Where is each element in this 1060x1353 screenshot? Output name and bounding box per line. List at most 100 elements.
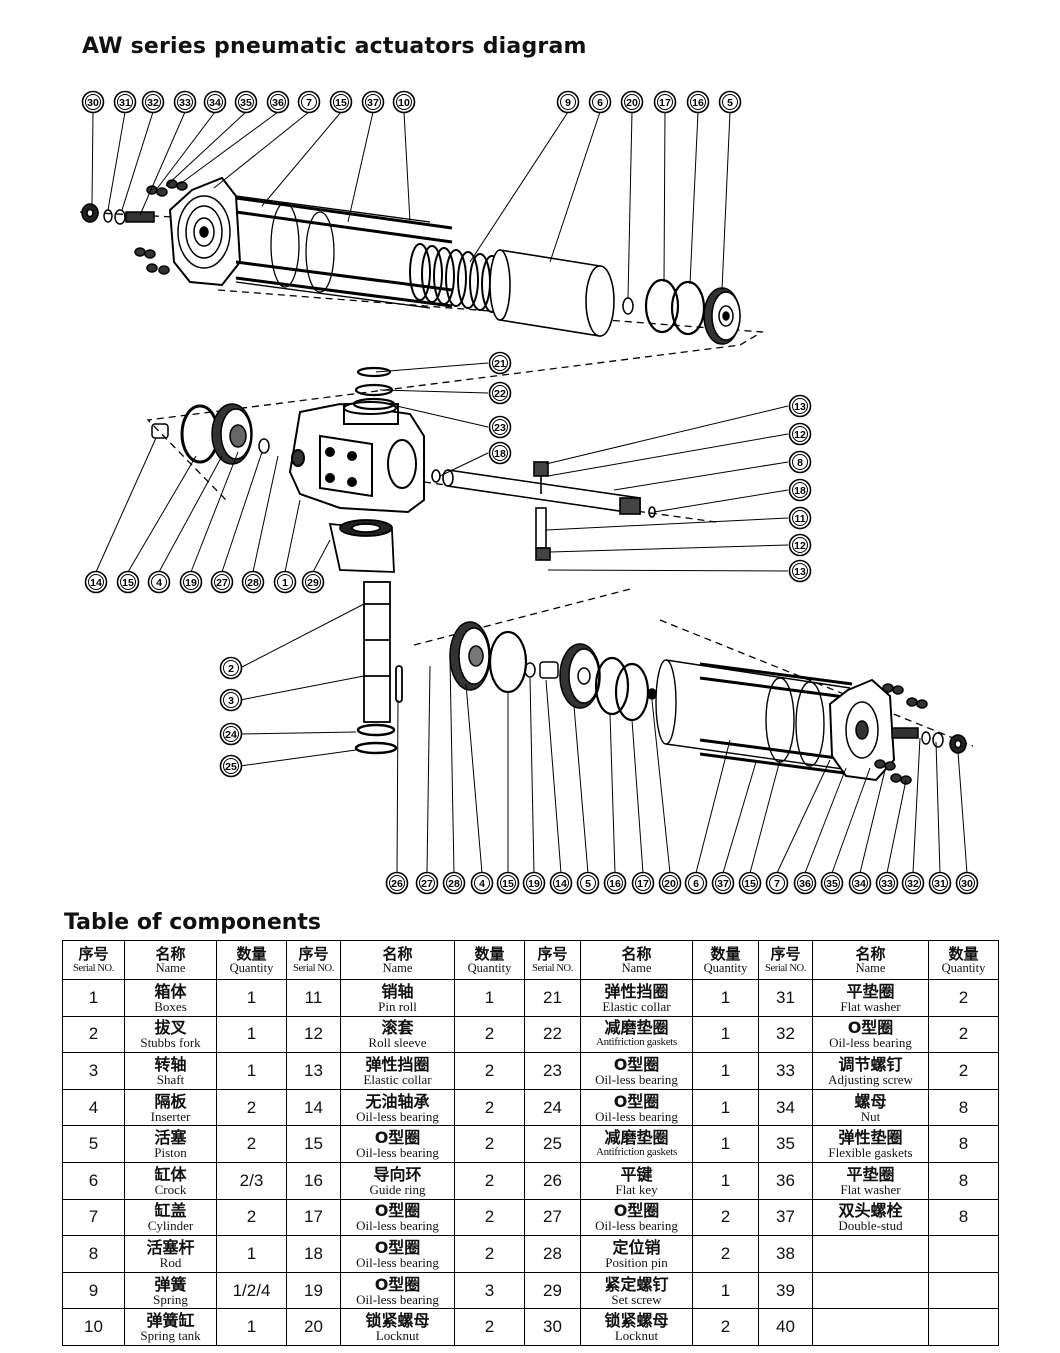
name-cn: O型圈 xyxy=(374,1237,421,1257)
callout-bottom: 34 xyxy=(848,871,872,895)
serial-cell: 15 xyxy=(286,1125,341,1163)
quantity-cell: 2 xyxy=(454,1235,525,1273)
name-cn: O型圈 xyxy=(374,1201,421,1221)
quantity-cell xyxy=(928,1271,999,1310)
callout-number: 5 xyxy=(585,878,591,890)
callout-left-row: 19 xyxy=(179,570,203,594)
name-en: Set screw xyxy=(611,1291,662,1307)
callout-bottom: 20 xyxy=(658,871,682,895)
callout-number: 37 xyxy=(367,97,379,109)
serial-cell: 4 xyxy=(62,1088,125,1127)
callout-number: 15 xyxy=(335,97,347,109)
name-en: Spring xyxy=(153,1291,188,1307)
callout-number: 15 xyxy=(744,878,756,890)
name-cn: 隔板 xyxy=(154,1091,187,1111)
quantity-cell: 2 xyxy=(454,1308,525,1346)
callout-number: 33 xyxy=(881,878,893,890)
serial-cell: 10 xyxy=(62,1308,125,1346)
name-cn: 缸体 xyxy=(154,1164,187,1184)
bottom-piston-left xyxy=(449,621,559,694)
quantity-cell: 1 xyxy=(692,1271,759,1310)
callout-top: 10 xyxy=(392,90,416,114)
serial-cell: 18 xyxy=(286,1235,341,1273)
callout-number: 21 xyxy=(494,358,506,370)
quantity-cell: 1 xyxy=(692,979,759,1017)
callout-number: 1 xyxy=(282,577,288,589)
name-cn: 无油轴承 xyxy=(365,1091,430,1111)
callout-top: 5 xyxy=(718,90,742,114)
name-en: Oil-less bearing xyxy=(595,1108,678,1124)
callout-number: 30 xyxy=(961,878,973,890)
quantity-cell: 2 xyxy=(454,1088,525,1127)
middle-housing-assembly xyxy=(151,366,656,755)
stubbs-fork-and-shaft xyxy=(328,519,403,755)
quantity-cell: 2 xyxy=(216,1088,287,1127)
name-en: Flat washer xyxy=(840,1181,901,1197)
serial-cell: 5 xyxy=(62,1125,125,1163)
quantity-cell: 3 xyxy=(454,1271,525,1310)
callout-bottom: 16 xyxy=(603,871,627,895)
name-cn: 调节螺钉 xyxy=(838,1054,903,1074)
callout-number: 31 xyxy=(119,97,131,109)
callout-left-col: 2 xyxy=(219,656,243,680)
callout-number: 4 xyxy=(479,878,485,890)
callout-number: 19 xyxy=(185,577,197,589)
name-en: Antifriction gaskets xyxy=(595,1036,678,1049)
leader-lines xyxy=(91,111,968,874)
callout-top: 6 xyxy=(588,90,612,114)
callout-number: 9 xyxy=(565,97,571,109)
callout-number: 8 xyxy=(797,457,803,469)
callout-left-col: 25 xyxy=(219,754,243,778)
serial-cell: 28 xyxy=(524,1235,581,1273)
callout-number: 13 xyxy=(794,401,806,413)
callout-number: 6 xyxy=(597,97,603,109)
quantity-cell: 1 xyxy=(216,1235,287,1273)
name-en: Guide ring xyxy=(369,1181,426,1197)
callout-number: 33 xyxy=(179,97,191,109)
callout-number: 29 xyxy=(307,577,319,589)
quantity-cell: 2 xyxy=(454,1125,525,1163)
top-end-cap xyxy=(168,176,242,287)
name-en: Oil-less bearing xyxy=(829,1035,912,1051)
serial-cell: 20 xyxy=(286,1308,341,1346)
name-en: Antifriction gaskets xyxy=(595,1146,678,1159)
serial-cell: 32 xyxy=(758,1015,813,1054)
callout-number: 18 xyxy=(494,448,506,460)
serial-cell: 22 xyxy=(524,1015,581,1054)
spring-coils xyxy=(409,243,503,313)
callout-number: 32 xyxy=(147,97,159,109)
callout-right: 13 xyxy=(788,559,812,583)
quantity-cell xyxy=(928,1308,999,1346)
callout-left-row: 15 xyxy=(116,570,140,594)
callout-top: 17 xyxy=(653,90,677,114)
callout-number: 19 xyxy=(528,878,540,890)
name-cn: 平垫圈 xyxy=(846,981,895,1001)
name-cn: 箱体 xyxy=(154,981,187,1001)
callout-right: 8 xyxy=(788,450,812,474)
callout-number: 17 xyxy=(659,97,671,109)
callout-bottom: 31 xyxy=(928,871,952,895)
quantity-cell: 2 xyxy=(692,1198,759,1237)
callout-left-row: 27 xyxy=(210,570,234,594)
name-cn: 紧定螺钉 xyxy=(604,1274,669,1294)
callout-number: 11 xyxy=(794,513,805,525)
callout-number: 35 xyxy=(240,97,252,109)
